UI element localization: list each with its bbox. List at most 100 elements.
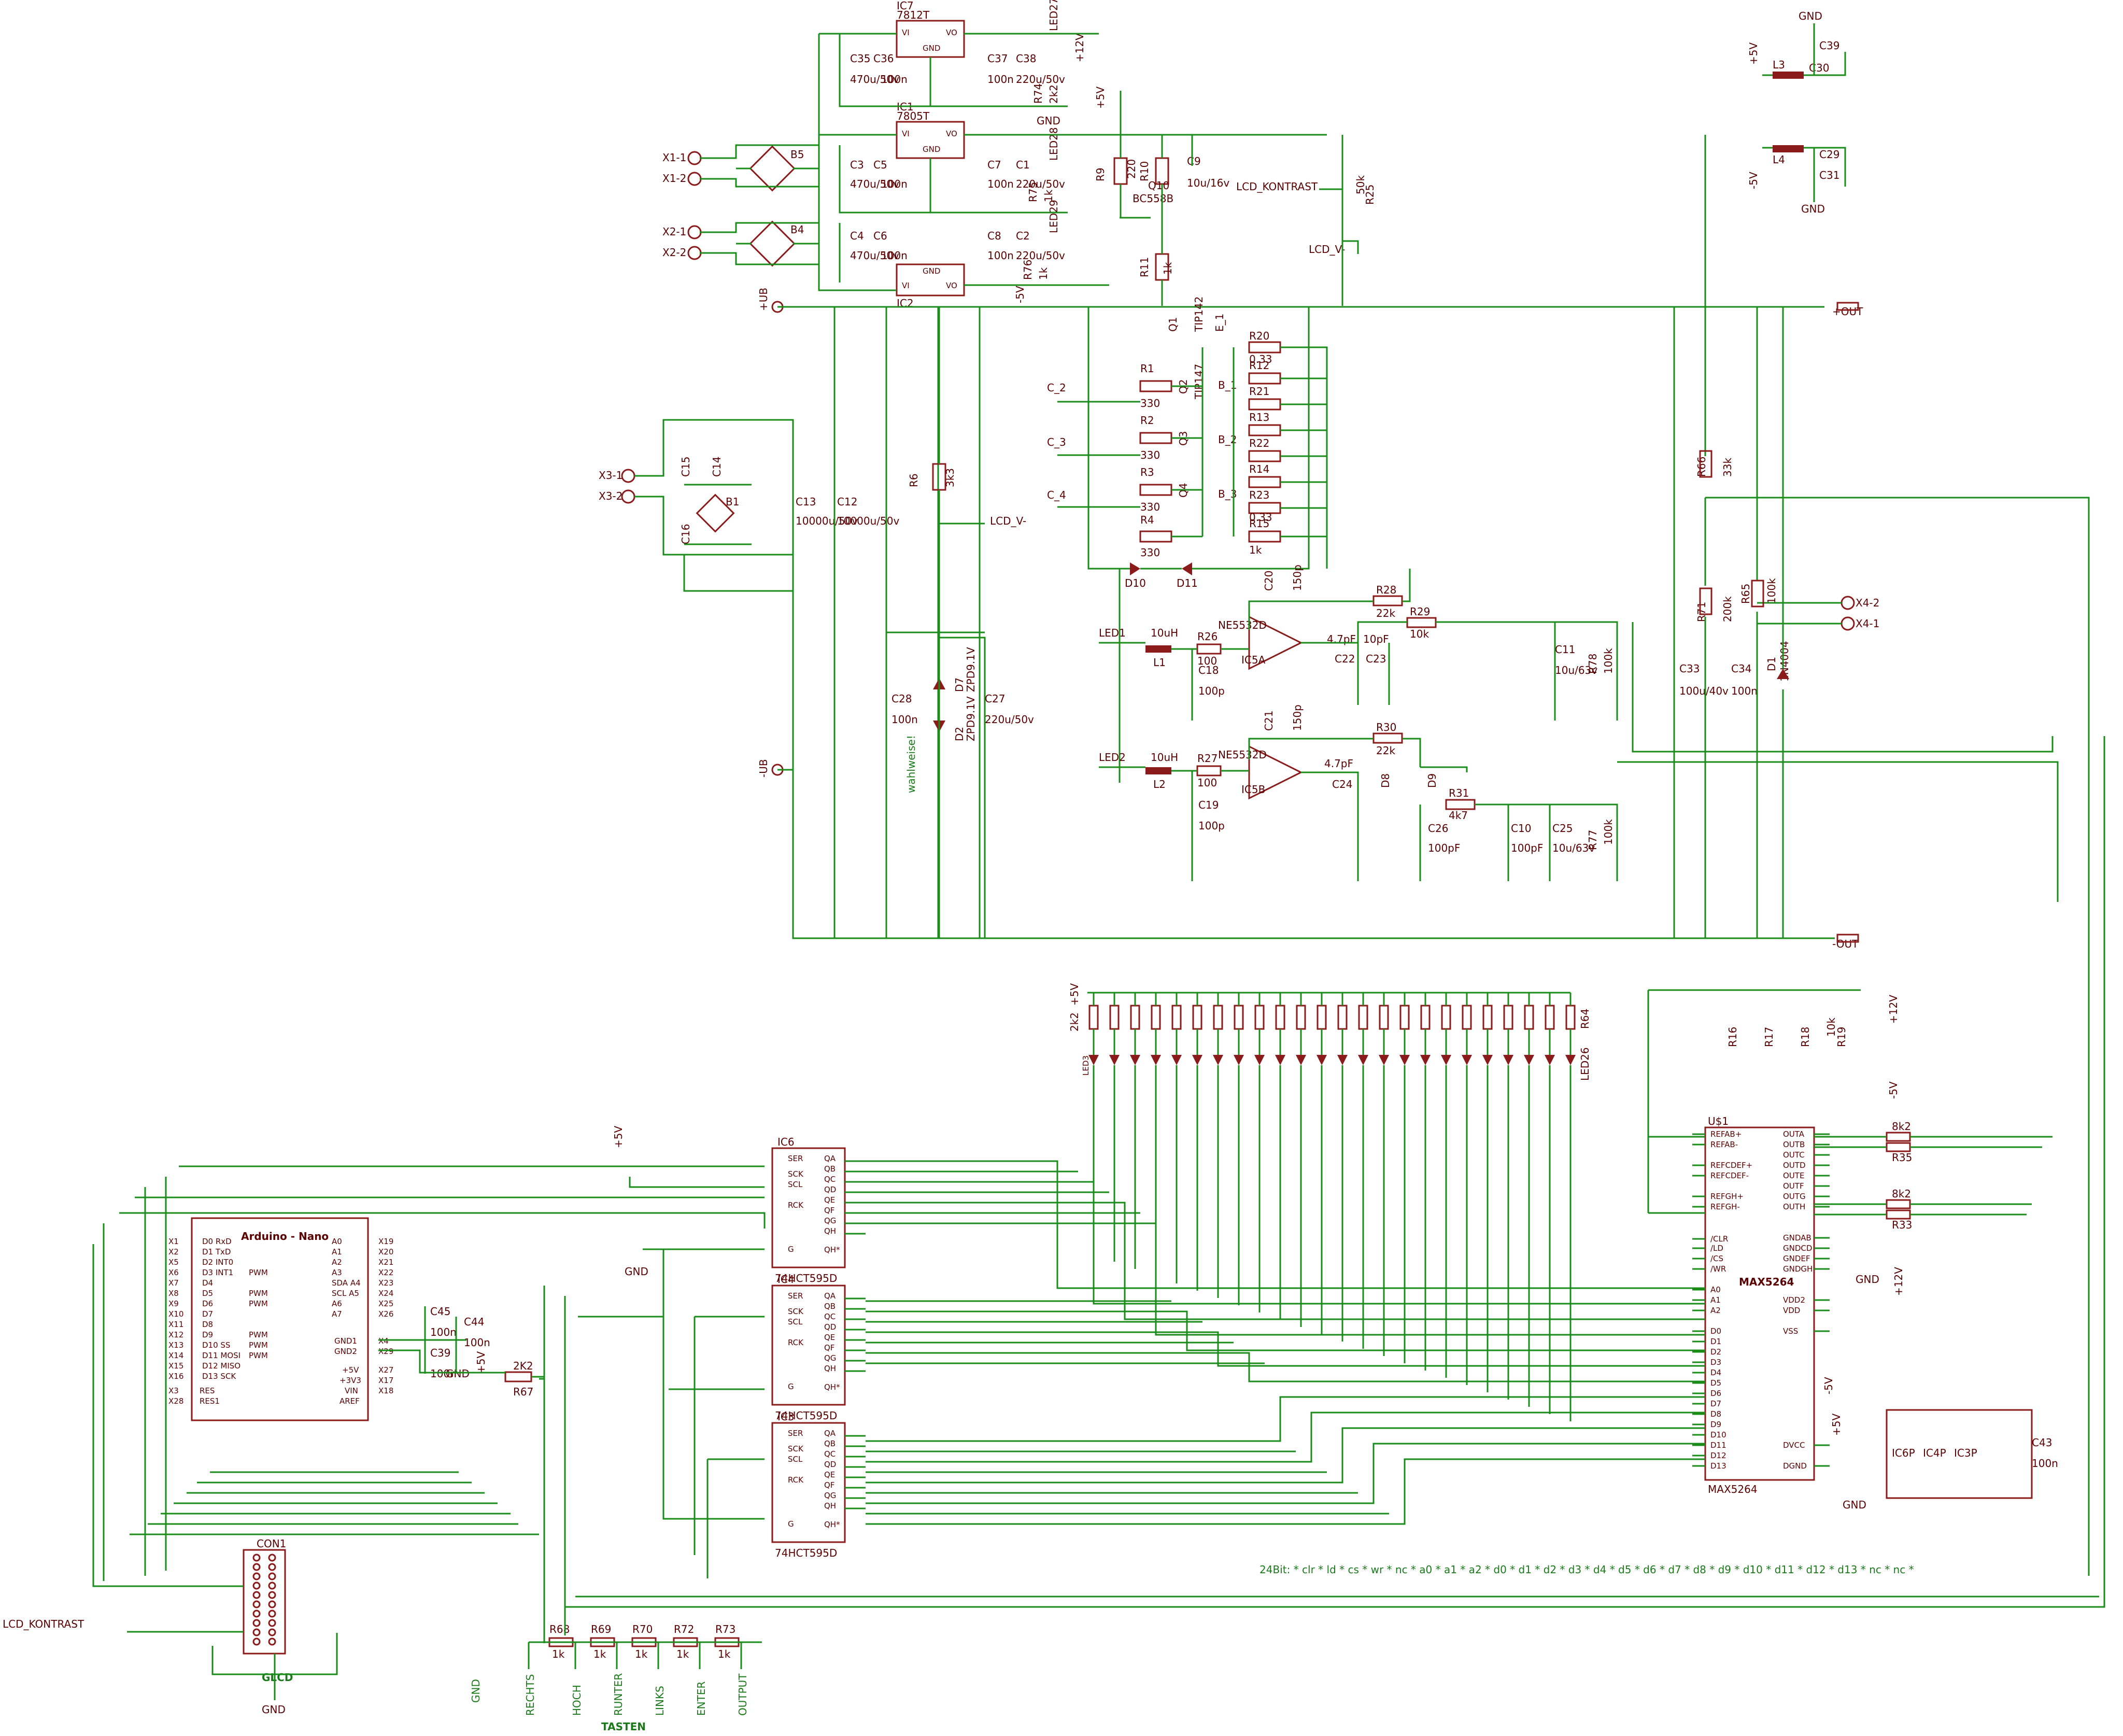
value-c8: 100n [987, 249, 1014, 262]
value-c21: 150p [1291, 704, 1304, 731]
arduino-pin-9: D8 [202, 1320, 213, 1329]
button-label-4: LINKS [654, 1686, 666, 1716]
con1-pin-a-9 [252, 1628, 261, 1636]
label-c7: C7 [987, 159, 1001, 171]
resistor-r32 [1886, 1199, 1911, 1209]
label-plus12-dac2: +12V [1892, 1267, 1905, 1296]
led-resistor-11 [1296, 1005, 1306, 1030]
led-24 [1565, 1055, 1576, 1065]
label-r75: R75 [1027, 182, 1039, 202]
value-c18: 100p [1198, 685, 1225, 697]
value-c44: 100n [464, 1336, 490, 1349]
arduino-5v: +5V [342, 1365, 359, 1375]
label-ic7-type: 7812T [897, 9, 930, 21]
arduino-rxpin-3: X21 [378, 1258, 393, 1267]
sr1-in-5: G [788, 1245, 794, 1254]
shift-register-type-2: 74HCT595D [775, 1409, 837, 1422]
dac-lpin-14: D0 [1710, 1326, 1721, 1336]
label-r6: R6 [908, 473, 920, 487]
led-resistor-21 [1503, 1005, 1513, 1030]
label-gnd-ard: GND [446, 1367, 470, 1380]
dac-lpin-7: /CLR [1710, 1234, 1728, 1244]
dac-lpin-27: D13 [1710, 1461, 1726, 1471]
opamp-section: IC5A NE5532D LED1 10uH L1 R26 100 C18 10… [1099, 564, 2059, 902]
label-c43: C43 [2032, 1436, 2052, 1449]
led-19 [1462, 1055, 1472, 1065]
value-r66: 33k [1721, 458, 1734, 477]
filter-section: X3-1 X3-2 B1 C15 C14 C16 C13 10000u/50v … [599, 288, 1835, 939]
resistor-r65 [1751, 580, 1764, 608]
button-label-6: OUTPUT [737, 1673, 749, 1716]
label-c13: C13 [796, 496, 816, 508]
value-r4: 330 [1140, 546, 1160, 559]
label-c2: C2 [1016, 230, 1030, 242]
sr3-in-2: SCK [788, 1444, 804, 1453]
sr1-out-8: QH [824, 1226, 836, 1236]
arduino-pin-13: D12 MISO [202, 1361, 240, 1371]
arduino-x18: X18 [378, 1386, 393, 1395]
led-9 [1254, 1055, 1265, 1065]
label-b1: B1 [726, 496, 739, 508]
connector-x1-1 [687, 151, 702, 165]
label-c33: C33 [1679, 662, 1700, 675]
wire-long-routing [92, 736, 2105, 1643]
sr2-out-5: QE [824, 1333, 835, 1342]
value-r25: 50k [1354, 175, 1367, 194]
label-r16: R16 [1726, 1027, 1739, 1047]
value-c45: 100n [430, 1326, 457, 1338]
wire-opamp [1099, 569, 2059, 902]
led-7 [1213, 1055, 1223, 1065]
resistor-r71 [1699, 587, 1712, 615]
dac-rpin-10: GNDCD [1783, 1244, 1812, 1253]
value-c7: 100n [987, 178, 1014, 190]
label-ic7: IC7 [897, 0, 914, 12]
value-c36: 100n [881, 73, 908, 86]
con1-pin-a-1 [252, 1554, 261, 1562]
led-5 [1171, 1055, 1182, 1065]
arduino-x17: X17 [378, 1376, 393, 1385]
value-r74: 2k2 [1048, 84, 1060, 104]
led-16 [1399, 1055, 1410, 1065]
button-resistor-name-5: R73 [715, 1623, 735, 1635]
label-c19: C19 [1198, 799, 1219, 811]
led-23 [1545, 1055, 1555, 1065]
dac-lpin-22: D8 [1710, 1409, 1721, 1419]
arduino-xpin-12: X14 [168, 1351, 183, 1360]
sr3-out-5: QE [824, 1470, 835, 1479]
con1-pin-a-10 [252, 1638, 261, 1646]
button-resistor-value-3: 1k [635, 1648, 648, 1660]
arduino-xpin-1: X1 [168, 1237, 179, 1246]
resistor-r33 [1886, 1209, 1911, 1220]
button-label-3: RUNTER [612, 1673, 625, 1716]
value-led-resistors: 2k2 [1068, 1012, 1081, 1032]
sr1-in-4: RCK [788, 1201, 804, 1210]
dac-pins: REFAB+REFAB-REFCDEF+REFCDEF-REFGH+REFGH-… [1692, 1130, 1830, 1471]
inductor-l4 [1773, 145, 1804, 152]
label-l3: L3 [1773, 59, 1785, 71]
value-c26: 100pF [1428, 842, 1460, 854]
diode-d10 [1130, 562, 1140, 575]
sr1-out-4: QD [824, 1185, 836, 1194]
value-r3: 330 [1140, 501, 1160, 513]
value-c20: 150p [1291, 564, 1304, 591]
label-r21: R21 [1249, 385, 1269, 398]
label-x1-1: X1-1 [662, 151, 686, 164]
value-c28: 100n [891, 713, 918, 726]
label-gnd-dac: GND [1856, 1273, 1879, 1286]
resistor-r28 [1372, 595, 1403, 606]
label-r74: R74 [1032, 83, 1044, 104]
sr3-out-6: QF [824, 1480, 834, 1490]
resistor-r30 [1372, 732, 1403, 744]
value-r32: 8k2 [1892, 1188, 1911, 1200]
label-l1: L1 [1153, 656, 1166, 669]
arduino-pin-6: D5 [202, 1289, 213, 1298]
regulator-ic7 [896, 20, 965, 58]
label-c-4: C_4 [1047, 489, 1066, 501]
led-resistor-12 [1317, 1005, 1327, 1030]
shift-register-3 [771, 1422, 846, 1543]
value-r9: 220 [1125, 159, 1138, 179]
wire-arduino-caps [378, 1306, 544, 1378]
sr3-in-1: SER [788, 1429, 803, 1438]
sr2-in-1: SER [788, 1291, 803, 1301]
